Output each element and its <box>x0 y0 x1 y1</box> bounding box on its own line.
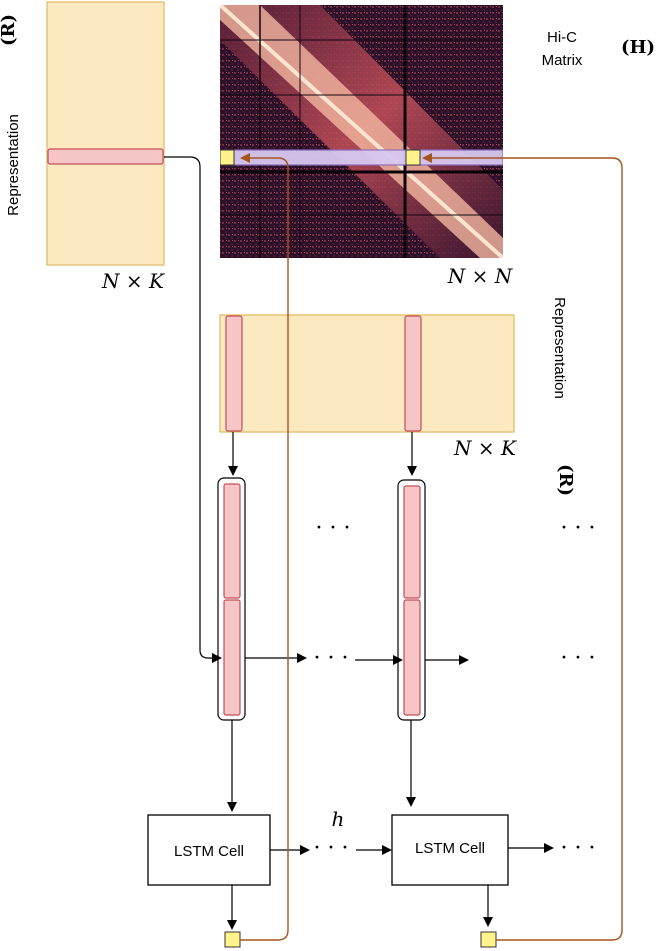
ellipsis-mid-top: · · · <box>316 516 351 541</box>
ellipsis-mid-row: · · · <box>314 646 349 671</box>
ellipsis-mid-lstm: · · · <box>314 836 349 861</box>
left-rep-to-stack-connector <box>164 156 222 663</box>
lstm-cell-2-label: LSTM Cell <box>415 840 485 857</box>
input-stack-2-top <box>403 485 421 599</box>
representation-label-right: Representation <box>551 297 568 399</box>
hidden-state-label: h <box>332 807 345 831</box>
ellipsis-right-top: · · · <box>561 516 596 541</box>
ellipsis-right-lstm: · · · <box>561 836 596 861</box>
right-representation-col-1 <box>225 315 243 432</box>
input-stack-2-bottom <box>403 599 421 716</box>
left-representation-highlight-row <box>47 148 164 165</box>
nk-label-left: N × K <box>101 269 165 293</box>
hic-diagonal-line <box>220 5 503 258</box>
feedback-arrow-2 <box>422 153 623 941</box>
output-cell-1 <box>224 931 241 948</box>
representation-label-left: Representation <box>5 114 22 216</box>
input-stack-1-bottom <box>223 599 241 716</box>
left-representation <box>46 1 165 266</box>
hic-output-cell-1 <box>220 149 235 166</box>
r-label-left: (R) <box>0 14 19 46</box>
lstm-cell-1-label: LSTM Cell <box>174 843 244 860</box>
right-representation <box>219 314 515 433</box>
ellipsis-right-row: · · · <box>561 646 596 671</box>
right-representation-box <box>219 314 515 433</box>
input-stack-1 <box>217 477 246 721</box>
nn-label: N × N <box>447 264 514 288</box>
hic-highlight-row <box>220 149 503 166</box>
input-stack-1-top <box>223 483 241 599</box>
lstm-cell-2 <box>391 814 509 886</box>
right-representation-col-2 <box>404 315 422 432</box>
h-label: (H) <box>621 37 655 58</box>
r-label-right: (R) <box>555 464 576 496</box>
feedback-arrow-1 <box>240 153 289 941</box>
hic-title-line1: Hi-C <box>547 29 577 46</box>
hic-matrix <box>220 5 503 258</box>
input-stack-2 <box>397 479 426 721</box>
nk-label-right: N × K <box>453 436 517 460</box>
lstm-cell-1 <box>147 814 271 886</box>
hic-output-cell-2 <box>405 149 421 166</box>
left-representation-box <box>46 1 165 266</box>
output-cell-2 <box>480 931 497 948</box>
hic-title-line2: Matrix <box>542 52 583 69</box>
